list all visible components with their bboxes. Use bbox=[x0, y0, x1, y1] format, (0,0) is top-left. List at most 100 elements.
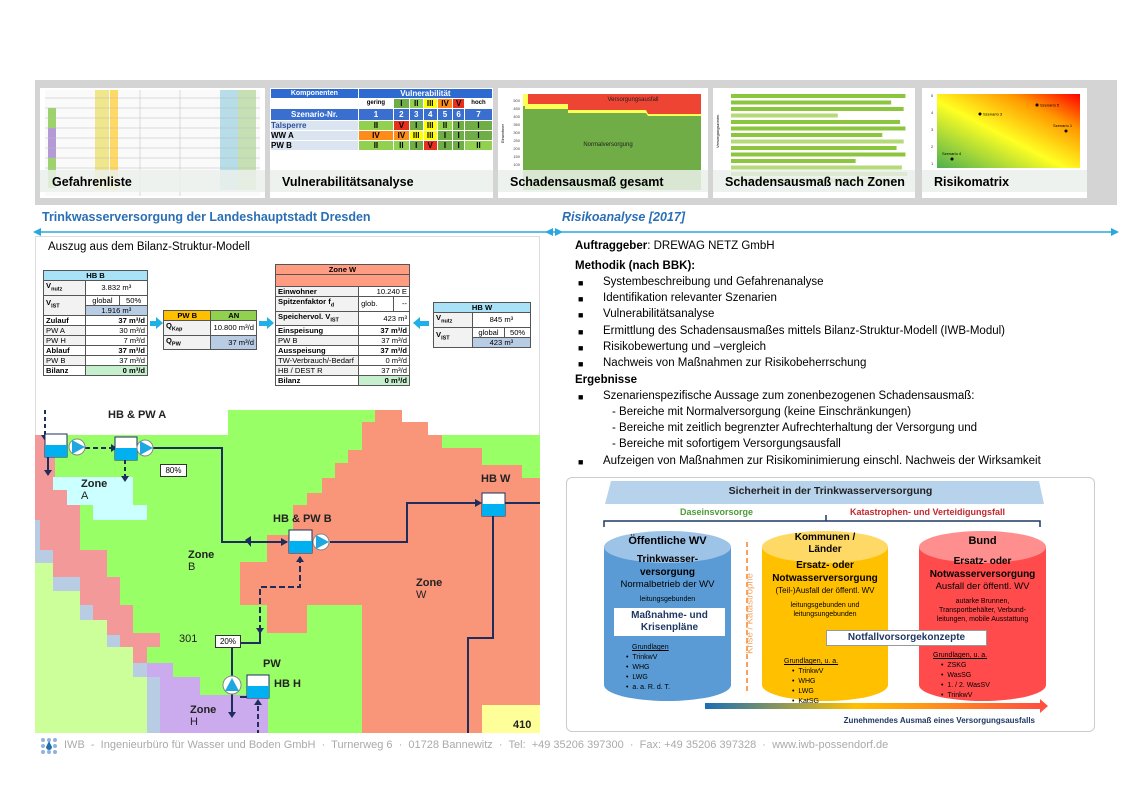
zone-bar bbox=[731, 139, 904, 144]
cell: II bbox=[357, 120, 395, 131]
panel-title: Auszug aus dem Bilanz-Struktur-Modell bbox=[48, 241, 250, 253]
zone-bar bbox=[731, 100, 892, 105]
y-tick: 250 bbox=[513, 138, 520, 143]
cylinder-heading: Trinkwasser- bbox=[636, 554, 699, 565]
label-sub: d bbox=[330, 302, 335, 309]
split-label: 80% bbox=[160, 464, 187, 477]
zone-h-area bbox=[147, 663, 268, 733]
zone-label: Zone bbox=[190, 704, 217, 716]
zone-bar bbox=[731, 94, 906, 98]
cell: IV bbox=[393, 130, 410, 141]
basis-item: • LWG bbox=[626, 674, 648, 681]
cell: V bbox=[393, 120, 410, 131]
cell: I bbox=[463, 120, 493, 131]
cylinder-yellow bbox=[762, 531, 888, 701]
results-title: Ergebnisse bbox=[575, 374, 637, 386]
label-sub: IST bbox=[441, 335, 450, 342]
label-sub: IST bbox=[330, 317, 339, 324]
cylinder-heading: Notwasserversorgung bbox=[929, 568, 1036, 580]
basis-label: Grundlagen bbox=[632, 644, 669, 651]
cell: V bbox=[422, 140, 438, 151]
cylinder-sub: (Teil-)Ausfall der öffentl. WV bbox=[775, 586, 875, 595]
value: glob. bbox=[358, 296, 394, 312]
diagram-banner: Sicherheit in der Trinkwasserversorgung bbox=[728, 485, 933, 497]
map-label: HB H bbox=[274, 678, 301, 690]
y-axis-label: Versorgungszonen bbox=[715, 115, 720, 148]
cell: I bbox=[436, 130, 454, 141]
diagram-graphics bbox=[603, 481, 1048, 713]
value: 0 m³/d bbox=[84, 364, 149, 376]
cell: II bbox=[436, 120, 454, 131]
cylinder-note: leitungsgebunden und bbox=[790, 602, 860, 609]
basis-item: • TrinkwV bbox=[792, 668, 824, 675]
scenario: 2 bbox=[393, 108, 410, 121]
value: 50% bbox=[119, 294, 148, 306]
method-item: Nachweis von Maßnahmen zur Risikobeherrs… bbox=[603, 357, 867, 369]
label: PW B bbox=[43, 354, 86, 366]
thumbnail-label: Vulnerabilitätsanalyse bbox=[270, 170, 493, 192]
bullet-icon: ■ bbox=[578, 342, 584, 353]
y-tick: 1 bbox=[931, 161, 934, 166]
brace-label-right: Katastrophen- und Verteidigungsfall bbox=[850, 507, 1006, 517]
cell: III bbox=[422, 120, 438, 131]
value: 423 m³ bbox=[358, 310, 410, 327]
y-tick: 150 bbox=[513, 154, 520, 159]
basis-item-text: KatSG bbox=[798, 698, 819, 705]
map-number: 410 bbox=[513, 719, 532, 731]
zone-bar bbox=[731, 120, 901, 124]
value: 37 m³/d bbox=[358, 325, 410, 337]
basis-item-text: LWG bbox=[798, 688, 814, 695]
scenario: 4 bbox=[422, 108, 438, 121]
th-vulnerability: Vulnerabilität bbox=[357, 88, 493, 99]
map-label: PW bbox=[263, 658, 281, 670]
table-title: HB W bbox=[433, 302, 531, 313]
value: 10.240 E bbox=[358, 286, 410, 297]
label-sub: nutz bbox=[441, 318, 453, 325]
label: Einspeisung bbox=[274, 325, 360, 337]
cylinder-heading: Ersatz- oder bbox=[953, 556, 1012, 567]
thumbnail-schadensausmass-gesamt[interactable]: Versorgungsausfall Normalversorgung Einw… bbox=[498, 88, 708, 198]
cylinder-title: Kommunen / bbox=[794, 532, 856, 543]
cylinder-note: leitungen, mobile Ausstattung bbox=[936, 616, 1029, 623]
arrow-head-icon bbox=[1040, 699, 1048, 713]
cell: II bbox=[357, 140, 395, 151]
basis-item: • WHG bbox=[626, 664, 650, 671]
basis-label: Grundlagen, u. a. bbox=[784, 658, 839, 665]
thumbnail-gefahrenliste[interactable]: Gefahrenliste bbox=[40, 88, 265, 198]
value: 10.800 m³/d bbox=[210, 320, 257, 336]
basis-item-text: LWG bbox=[632, 674, 648, 681]
label: V bbox=[436, 313, 442, 322]
label: PW A bbox=[43, 324, 86, 336]
zone-letter: B bbox=[188, 561, 196, 573]
scenario-point bbox=[950, 157, 954, 161]
level: IV bbox=[436, 98, 454, 109]
y-tick: 4 bbox=[931, 110, 934, 115]
thumbnail-schadensausmass-zonen[interactable]: Versorgungszonen Schadensausmaß nach Zon… bbox=[713, 88, 915, 198]
zone-letter: A bbox=[81, 490, 89, 502]
method-item: Identifikation relevanter Szenarien bbox=[603, 292, 777, 305]
value: 423 m³ bbox=[471, 336, 532, 348]
scenario-point bbox=[1064, 129, 1068, 133]
method-title: Methodik (nach BBK): bbox=[575, 260, 696, 272]
value: 0 m³/d bbox=[358, 375, 410, 387]
basis-item: • WasSG bbox=[941, 672, 972, 679]
label-sub: Kap bbox=[171, 326, 183, 333]
cell: I bbox=[408, 120, 424, 131]
y-tick: 100 bbox=[513, 162, 520, 167]
y-tick: 450 bbox=[513, 106, 520, 111]
level: I bbox=[393, 98, 410, 109]
label: Einwohner bbox=[274, 286, 360, 297]
cylinder-note: leitungsgebunden bbox=[639, 596, 696, 603]
arrow-label: Zunehmendes Ausmaß eines Versorgungsausf… bbox=[843, 716, 1035, 725]
zone-letter: W bbox=[416, 589, 427, 601]
zone-bar bbox=[731, 165, 902, 170]
cell: I bbox=[452, 140, 465, 151]
label: PW B bbox=[274, 335, 360, 347]
value: 30 m³/d bbox=[84, 324, 149, 336]
status-badge: AN bbox=[210, 310, 257, 321]
zone-bar bbox=[731, 113, 838, 118]
